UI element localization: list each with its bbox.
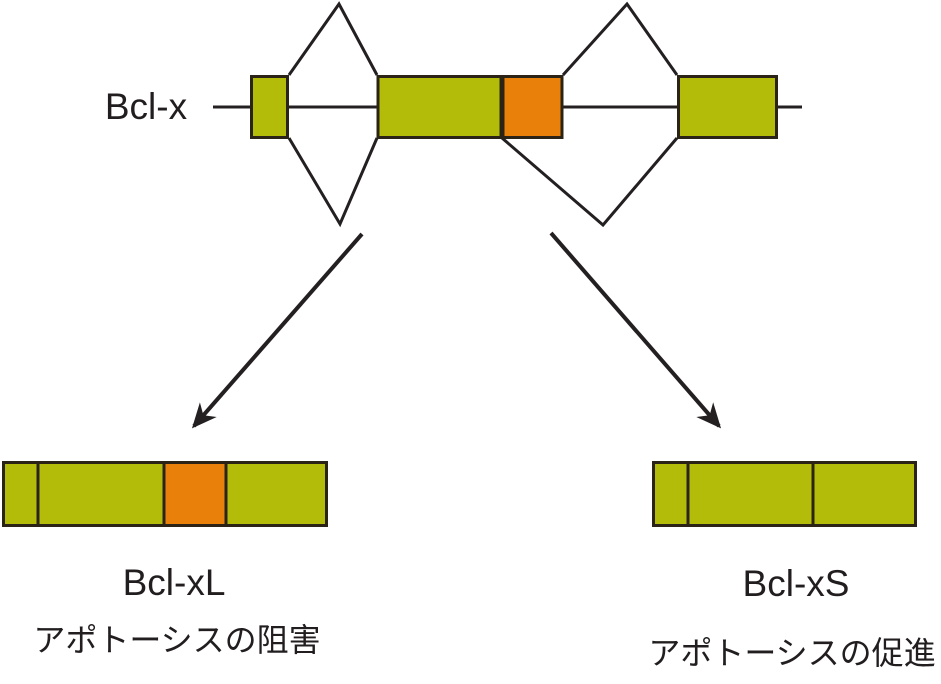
arrow-to-bcl-xl — [191, 232, 364, 429]
bcl-xl-segment-4 — [224, 461, 328, 527]
bcl-xs-segment-3 — [811, 461, 917, 527]
gene-label: Bcl-x — [105, 86, 188, 127]
bcl-xs-bar — [652, 461, 917, 527]
bcl-xl-effect-label: アポトーシスの阻害 — [33, 622, 320, 658]
splice-path-intron1-top — [287, 1, 379, 76]
bcl-xl-segment-2 — [36, 461, 166, 527]
exon-2-alt-region — [501, 75, 564, 139]
bcl-xs-segment-1 — [652, 461, 690, 527]
exon-2 — [376, 75, 503, 139]
bcl-xl-label: Bcl-xL — [123, 562, 226, 603]
bcl-xl-bar — [2, 461, 328, 527]
exon-3 — [677, 75, 778, 139]
splice-path-intron2-top — [561, 1, 679, 77]
bcl-xl-segment-3-orange — [162, 461, 228, 527]
splice-path-intron1-bottom — [287, 137, 379, 228]
bcl-xs-label: Bcl-xS — [743, 563, 850, 604]
bcl-xs-segment-2 — [686, 461, 815, 527]
exon-1 — [250, 75, 289, 139]
bcl-xs-effect-label: アポトーシスの促進 — [648, 635, 935, 671]
arrow-to-bcl-xs — [549, 231, 722, 429]
splice-path-intron2-bottom — [501, 136, 679, 228]
bcl-xl-segment-1 — [2, 461, 40, 527]
